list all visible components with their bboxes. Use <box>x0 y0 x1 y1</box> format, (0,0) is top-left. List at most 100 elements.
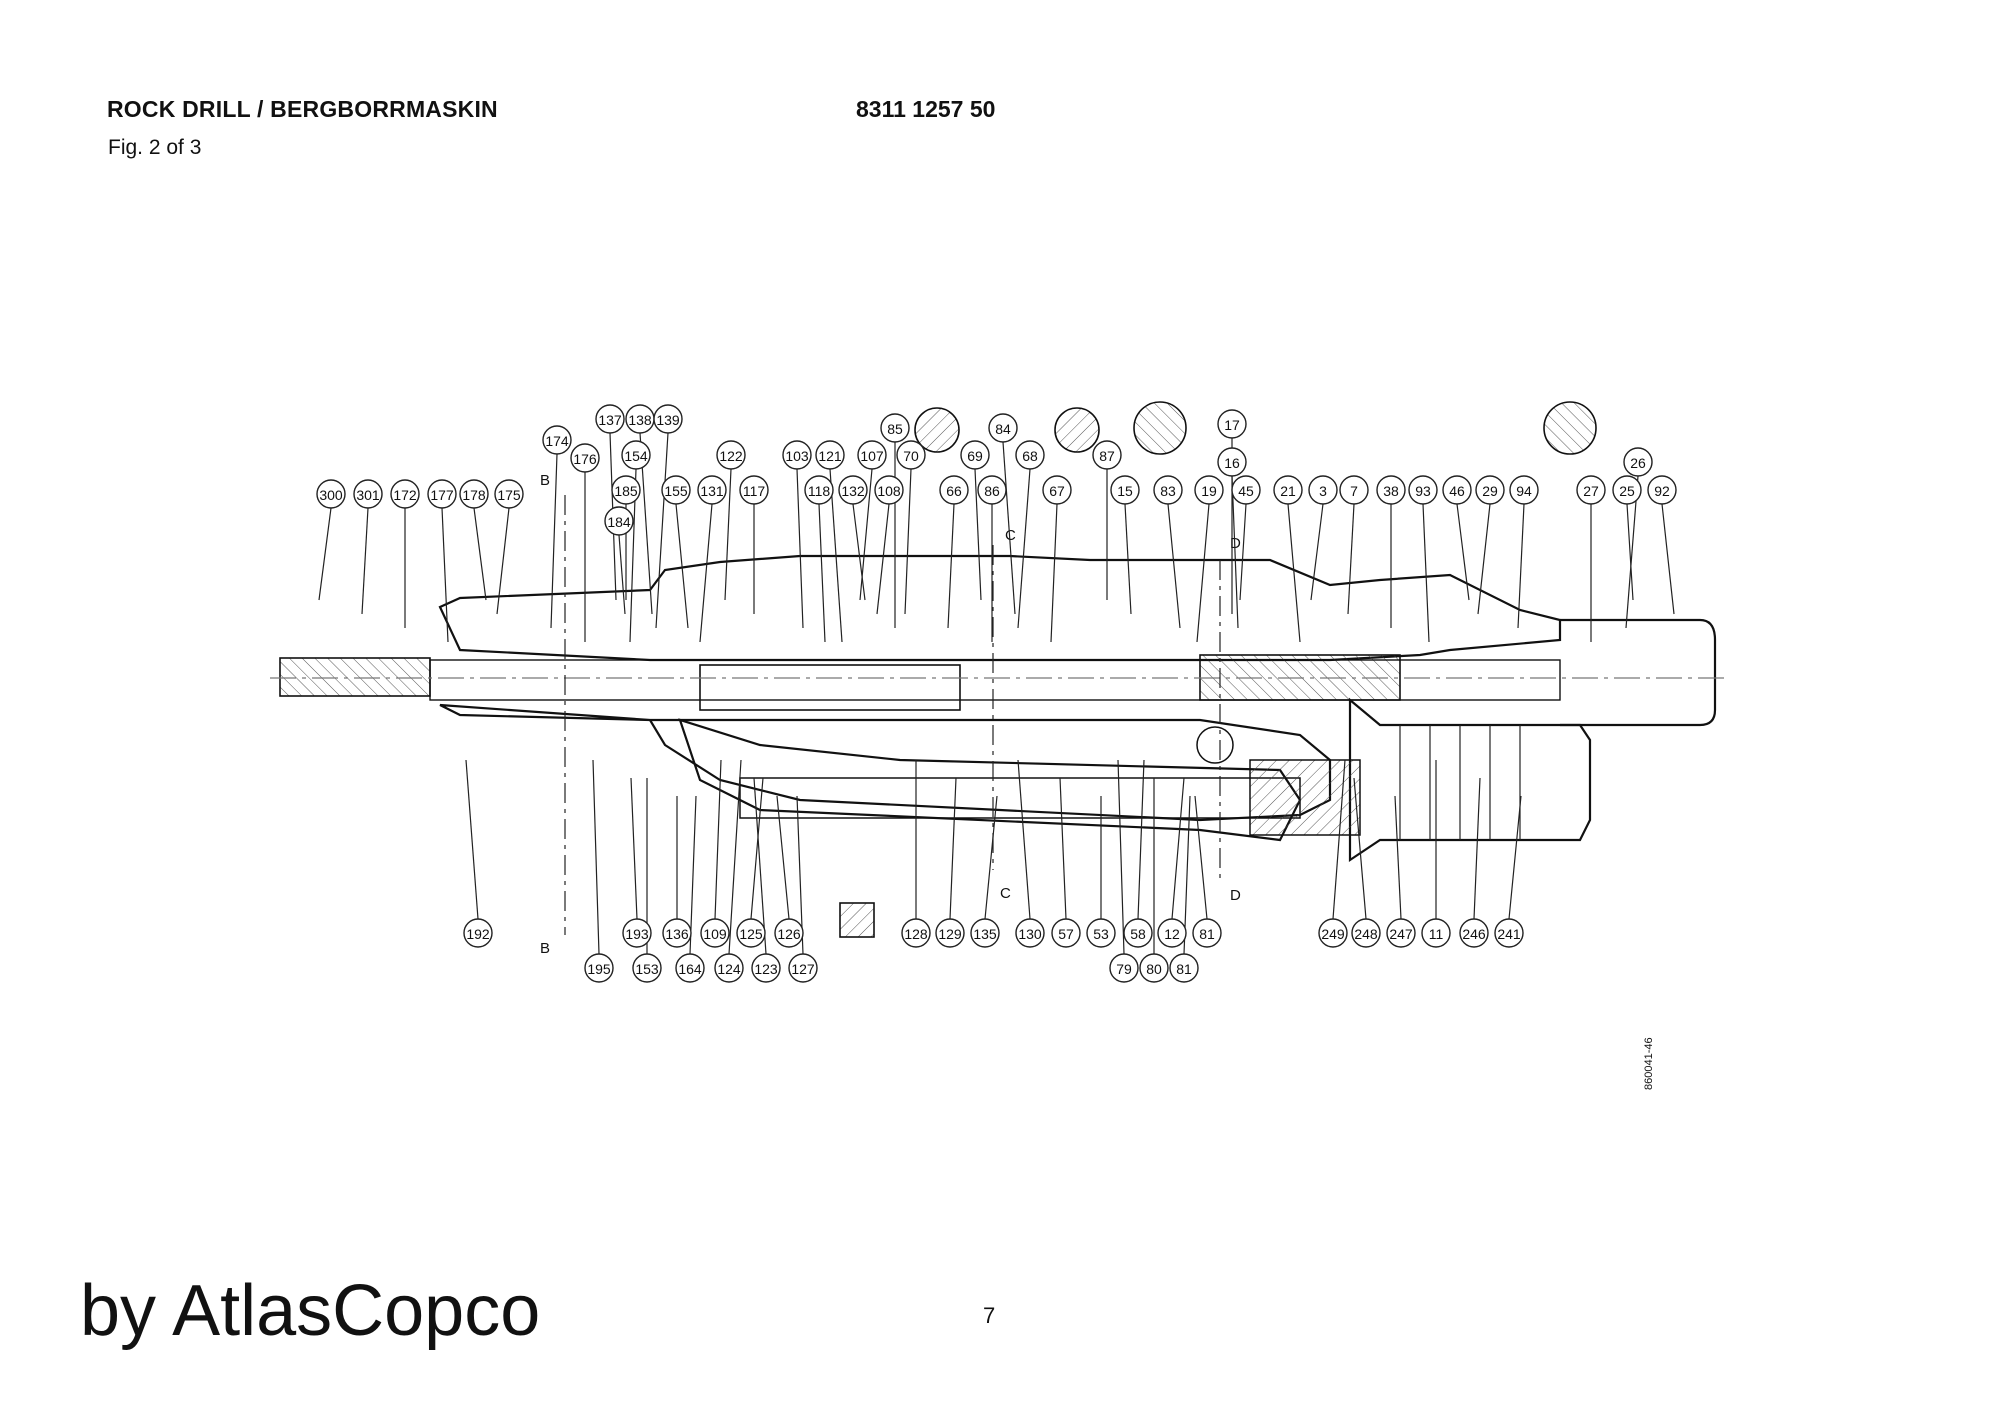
callout-leader-line <box>1626 503 1634 601</box>
section-label-b-top: B <box>540 472 550 489</box>
callout-top-85: 85 <box>880 413 910 443</box>
callout-leader-line <box>1473 777 1481 920</box>
callout-number: 123 <box>754 961 778 977</box>
callout-bottom-127: 127 <box>788 953 818 983</box>
callout-number: 135 <box>973 926 997 942</box>
callout-number: 109 <box>703 926 727 942</box>
callout-top-154: 154 <box>621 440 651 470</box>
callout-leader-line <box>465 759 479 920</box>
section-label-c-bottom: C <box>1000 885 1011 902</box>
callout-top-139: 139 <box>653 404 683 434</box>
callout-number: 94 <box>1516 483 1532 499</box>
callout-top-178: 178 <box>459 479 489 509</box>
callout-leader-line <box>904 468 912 615</box>
callout-number: 122 <box>719 448 743 464</box>
callout-leader-line <box>876 503 890 615</box>
callout-number: 79 <box>1116 961 1132 977</box>
callout-number: 175 <box>497 487 521 503</box>
callout-number: 177 <box>430 487 454 503</box>
callout-bottom-249: 249 <box>1318 918 1348 948</box>
callout-number: 92 <box>1654 483 1670 499</box>
callout-number: 138 <box>628 412 652 428</box>
callout-number: 46 <box>1449 483 1465 499</box>
section-label-d-top: D <box>1230 535 1241 552</box>
callout-top-67: 67 <box>1042 475 1072 505</box>
callout-number: 154 <box>624 448 648 464</box>
callout-leader-line <box>1508 795 1522 920</box>
callout-leader-line <box>724 468 732 601</box>
section-label-b-bottom: B <box>540 940 550 957</box>
callout-bottom-128: 128 <box>901 918 931 948</box>
callout-number: 125 <box>739 926 763 942</box>
callout-top-66: 66 <box>939 475 969 505</box>
callout-bottom-57: 57 <box>1051 918 1081 948</box>
callout-top-70: 70 <box>896 440 926 470</box>
callout-bottom-129: 129 <box>935 918 965 948</box>
callout-number: 38 <box>1383 483 1399 499</box>
callout-leader-line <box>699 503 713 643</box>
callout-number: 26 <box>1630 455 1646 471</box>
page-number: 7 <box>983 1303 996 1328</box>
callout-top-19: 19 <box>1194 475 1224 505</box>
callout-number: 15 <box>1117 483 1133 499</box>
callout-top-84: 84 <box>988 413 1018 443</box>
callout-top-185: 185 <box>611 475 641 505</box>
callout-leader-line <box>1456 503 1470 601</box>
gear-shaft <box>739 726 1361 836</box>
callout-number: 241 <box>1497 926 1521 942</box>
callout-leader-line <box>1287 503 1301 643</box>
callout-leader-line <box>1394 795 1402 920</box>
callout-number: 185 <box>614 483 638 499</box>
callout-number: 86 <box>984 483 1000 499</box>
callout-number: 17 <box>1224 417 1240 433</box>
callout-top-93: 93 <box>1408 475 1438 505</box>
callout-number: 69 <box>967 448 983 464</box>
callout-number: 301 <box>356 487 380 503</box>
callout-leader-line <box>630 777 638 920</box>
callout-number: 21 <box>1280 483 1296 499</box>
callout-number: 164 <box>678 961 702 977</box>
callout-top-86: 86 <box>977 475 1007 505</box>
callout-bottom-125: 125 <box>736 918 766 948</box>
part-number: 8311 1257 50 <box>856 96 996 122</box>
callout-top-16: 16 <box>1217 447 1247 477</box>
callout-number: 7 <box>1350 483 1358 499</box>
callout-top-121: 121 <box>815 440 845 470</box>
callout-leader-line <box>675 503 689 629</box>
callout-top-7: 7 <box>1339 475 1369 505</box>
callout-leader-line <box>361 507 369 615</box>
callout-top-174: 174 <box>542 425 572 455</box>
callout-top-176: 176 <box>570 443 600 473</box>
callout-bottom-58: 58 <box>1123 918 1153 948</box>
callout-number: 126 <box>777 926 801 942</box>
callout-bottom-11: 11 <box>1421 918 1451 948</box>
callout-number: 176 <box>573 451 597 467</box>
callout-number: 83 <box>1160 483 1176 499</box>
callout-leader-line <box>592 759 600 955</box>
callout-number: 137 <box>598 412 622 428</box>
callout-top-137: 137 <box>595 404 625 434</box>
callout-top-122: 122 <box>716 440 746 470</box>
callout-number: 132 <box>841 483 865 499</box>
callout-leader-line <box>1017 759 1031 920</box>
callout-number: 25 <box>1619 483 1635 499</box>
callout-number: 27 <box>1583 483 1599 499</box>
callout-bottom-79: 79 <box>1109 953 1139 983</box>
callout-number: 66 <box>946 483 962 499</box>
callout-top-29: 29 <box>1475 475 1505 505</box>
callout-bottom-164: 164 <box>675 953 705 983</box>
callout-number: 87 <box>1099 448 1115 464</box>
callout-top-138: 138 <box>625 404 655 434</box>
callout-top-3: 3 <box>1308 475 1338 505</box>
callout-top-177: 177 <box>427 479 457 509</box>
callout-number: 81 <box>1176 961 1192 977</box>
callout-number: 155 <box>664 483 688 499</box>
callout-top-69: 69 <box>960 440 990 470</box>
callout-leader-line <box>655 432 669 629</box>
callout-top-26: 26 <box>1623 447 1653 477</box>
callout-number: 58 <box>1130 926 1146 942</box>
callout-top-301: 301 <box>353 479 383 509</box>
